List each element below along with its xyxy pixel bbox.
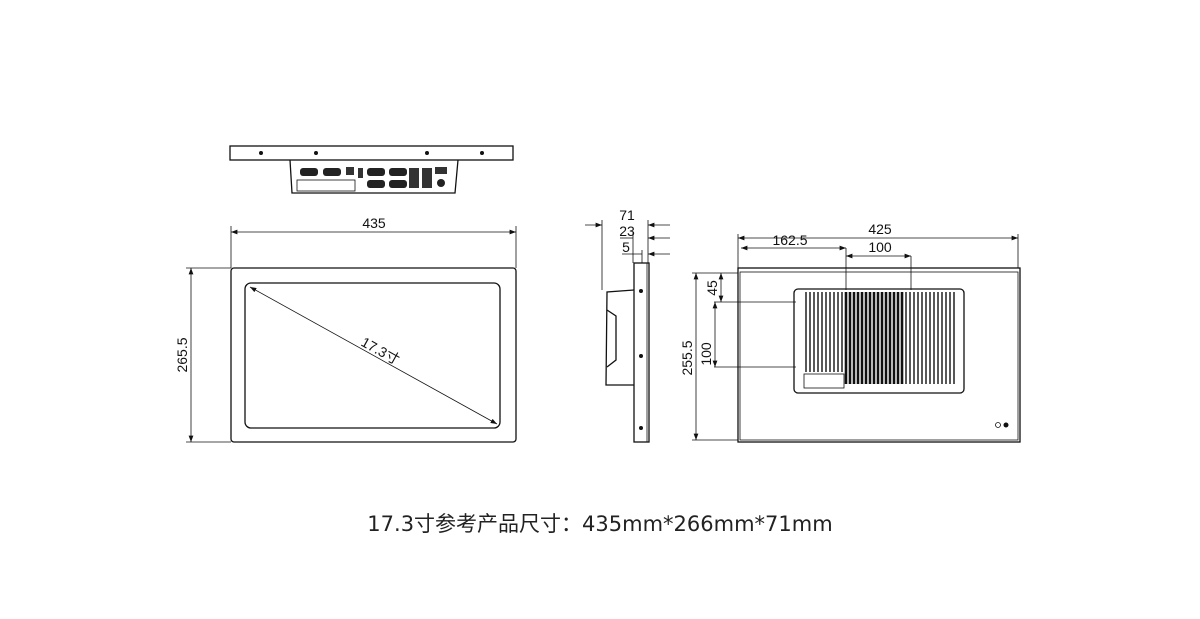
offset-y-label: 45 (704, 280, 720, 296)
io-ports (296, 167, 447, 192)
depth-bezel-label: 5 (622, 239, 630, 255)
back-height-label: 255.5 (679, 340, 695, 375)
side-view: 71 23 5 (585, 207, 670, 443)
heatsink-fins (805, 292, 955, 384)
vesa-x-label: 100 (868, 239, 892, 255)
caption: 17.3寸参考产品尺寸：435mm*266mm*71mm (367, 512, 833, 536)
diagonal-label: 17.3寸 (359, 334, 403, 368)
top-view (229, 145, 514, 194)
offset-x-label: 162.5 (772, 232, 807, 248)
back-view: 425 162.5 100 255.5 45 100 (679, 221, 1021, 443)
depth-mid-label: 23 (619, 223, 635, 239)
back-width-label: 425 (868, 221, 892, 237)
height-label: 265.5 (174, 337, 190, 372)
depth-total-label: 71 (619, 207, 635, 223)
vesa-y-label: 100 (698, 342, 714, 366)
front-view: 17.3寸 435 265.5 (174, 215, 517, 443)
width-label: 435 (362, 215, 386, 231)
